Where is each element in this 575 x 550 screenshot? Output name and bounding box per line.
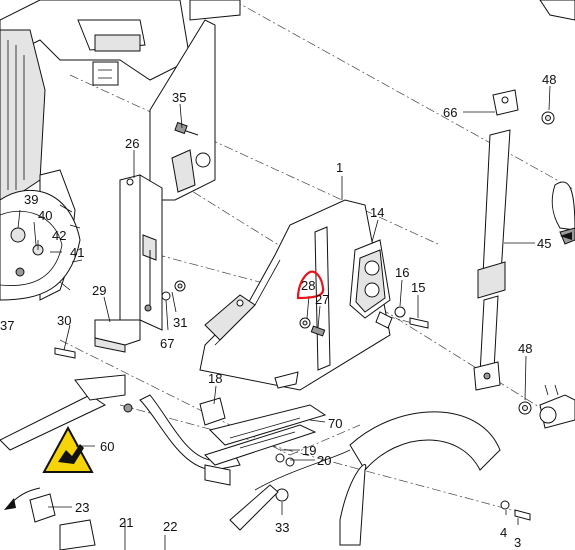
leader-lines bbox=[17, 85, 551, 525]
part-label-37: 37 bbox=[0, 318, 14, 333]
part-label-42: 42 bbox=[52, 228, 66, 243]
part-label-14: 14 bbox=[370, 205, 384, 220]
part-label-19: 19 bbox=[302, 443, 316, 458]
part-label-1: 1 bbox=[336, 160, 343, 175]
guide-rail bbox=[0, 374, 133, 451]
part-label-15: 15 bbox=[411, 280, 425, 295]
highlight-ring-part-28 bbox=[296, 270, 325, 300]
slotted-bracket-26 bbox=[119, 174, 163, 331]
fasteners bbox=[29, 280, 531, 523]
link-arm-70 bbox=[139, 394, 327, 486]
part-label-40: 40 bbox=[38, 208, 52, 223]
part-label-22: 22 bbox=[163, 519, 177, 534]
rear-plate bbox=[149, 19, 216, 201]
part-label-20: 20 bbox=[317, 453, 331, 468]
part-label-27: 27 bbox=[315, 292, 329, 307]
part-label-66: 66 bbox=[443, 105, 457, 120]
part-label-30: 30 bbox=[57, 313, 71, 328]
part-label-33: 33 bbox=[275, 520, 289, 535]
part-label-3: 3 bbox=[514, 535, 521, 550]
gas-spring-45 bbox=[473, 89, 555, 415]
part-label-48-top: 48 bbox=[542, 72, 556, 87]
part-label-16: 16 bbox=[395, 265, 409, 280]
part-label-41: 41 bbox=[70, 245, 84, 260]
side-panel-1 bbox=[199, 199, 391, 391]
hand-crush-warning-icon bbox=[42, 425, 94, 473]
part-label-60: 60 bbox=[100, 439, 114, 454]
part-label-26: 26 bbox=[125, 136, 139, 151]
part-label-31: 31 bbox=[173, 315, 187, 330]
part-label-70: 70 bbox=[328, 416, 342, 431]
part-label-4: 4 bbox=[500, 525, 507, 540]
part-label-29: 29 bbox=[92, 283, 106, 298]
bracket-29 bbox=[94, 319, 141, 353]
part-label-45: 45 bbox=[537, 236, 551, 251]
part-label-21: 21 bbox=[119, 515, 133, 530]
part-label-18: 18 bbox=[208, 371, 222, 386]
part-label-48-bottom: 48 bbox=[518, 341, 532, 356]
part-label-28: 28 bbox=[301, 278, 315, 293]
part-label-23: 23 bbox=[75, 500, 89, 515]
part-label-39: 39 bbox=[24, 192, 38, 207]
right-hardware bbox=[539, 0, 575, 429]
part-labels: 1 3 4 14 15 16 18 19 20 21 22 23 26 27 2… bbox=[0, 72, 556, 550]
arc-guide bbox=[59, 411, 501, 550]
rotary-disc bbox=[0, 189, 83, 301]
cam-plate-14 bbox=[349, 239, 393, 329]
part-label-35: 35 bbox=[172, 90, 186, 105]
direction-arrows bbox=[4, 232, 572, 510]
part-label-67: 67 bbox=[160, 336, 174, 351]
